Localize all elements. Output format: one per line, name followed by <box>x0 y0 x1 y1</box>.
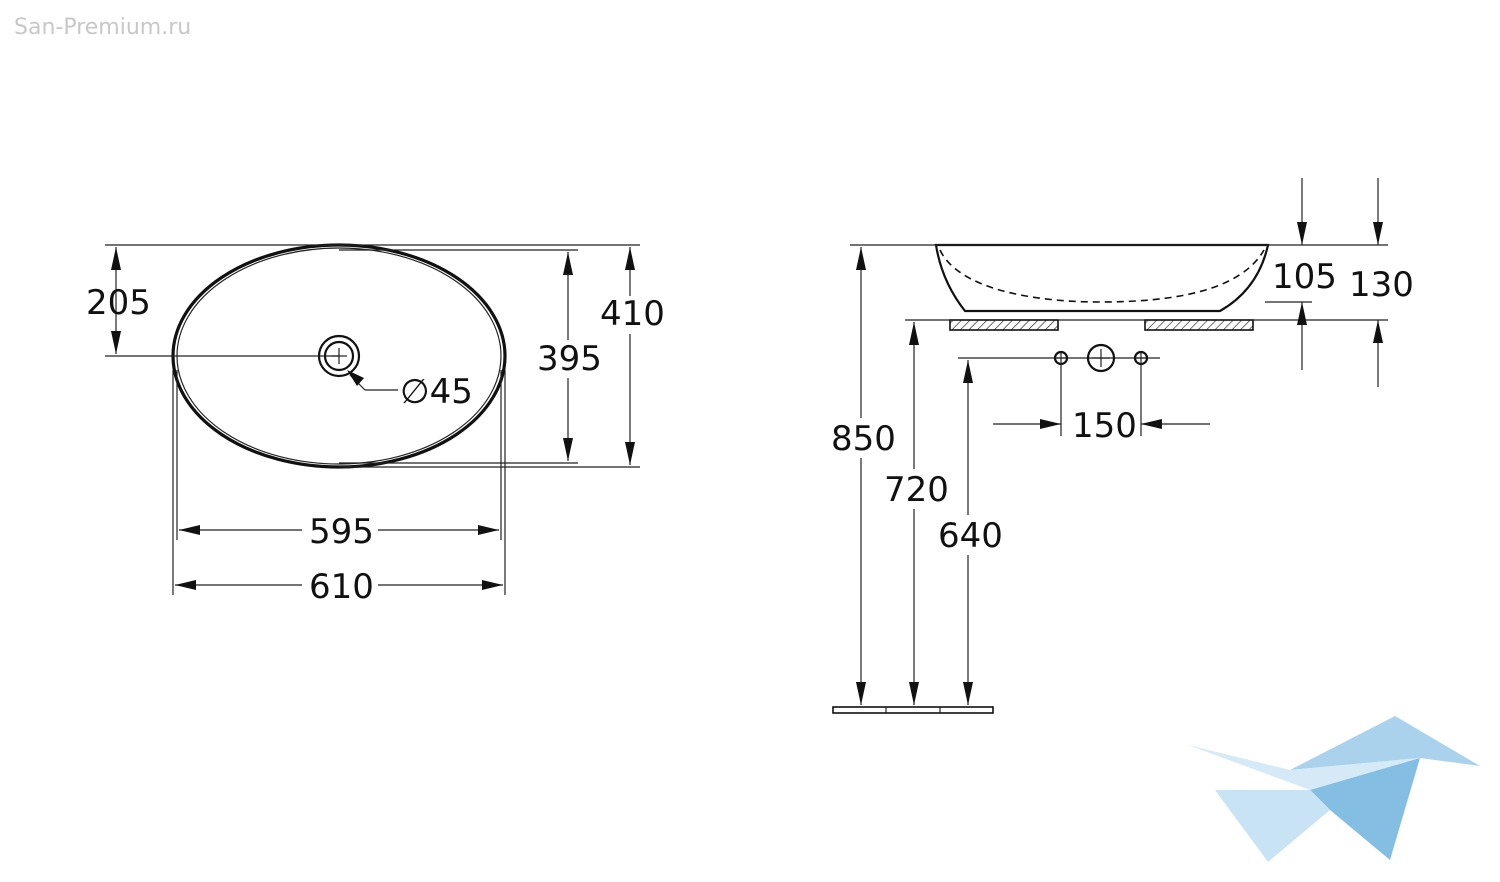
drain-outlet-icon <box>1086 343 1116 373</box>
pipe-connection-left-icon <box>1053 350 1069 366</box>
floor-line <box>832 706 994 714</box>
dimension-610: 610 <box>309 567 374 607</box>
dimension-720: 720 <box>884 470 949 510</box>
countertop-left <box>949 319 1059 331</box>
dimension-595: 595 <box>309 512 374 552</box>
basin-side-profile <box>934 243 1270 313</box>
dimension-850: 850 <box>831 419 896 459</box>
side-view: 150 105 130 850 720 640 <box>831 178 1414 714</box>
top-view: 205 395 410 595 610 ∅45 <box>86 243 665 607</box>
dimension-410: 410 <box>600 294 665 334</box>
dimension-105: 105 <box>1272 257 1337 297</box>
watermark-text: San-Premium.ru <box>14 15 191 40</box>
basin-inner-dashed <box>939 249 1265 303</box>
dimension-130: 130 <box>1349 265 1414 305</box>
drain-diameter-label: ∅45 <box>400 372 473 412</box>
sanpremium-logo-icon <box>1188 716 1480 862</box>
pipe-connection-right-icon <box>1133 350 1149 366</box>
countertop-right <box>1144 319 1254 331</box>
dimension-395: 395 <box>537 339 602 379</box>
dimension-205: 205 <box>86 283 151 323</box>
dimension-150: 150 <box>1072 406 1137 446</box>
dimension-640: 640 <box>938 516 1003 556</box>
